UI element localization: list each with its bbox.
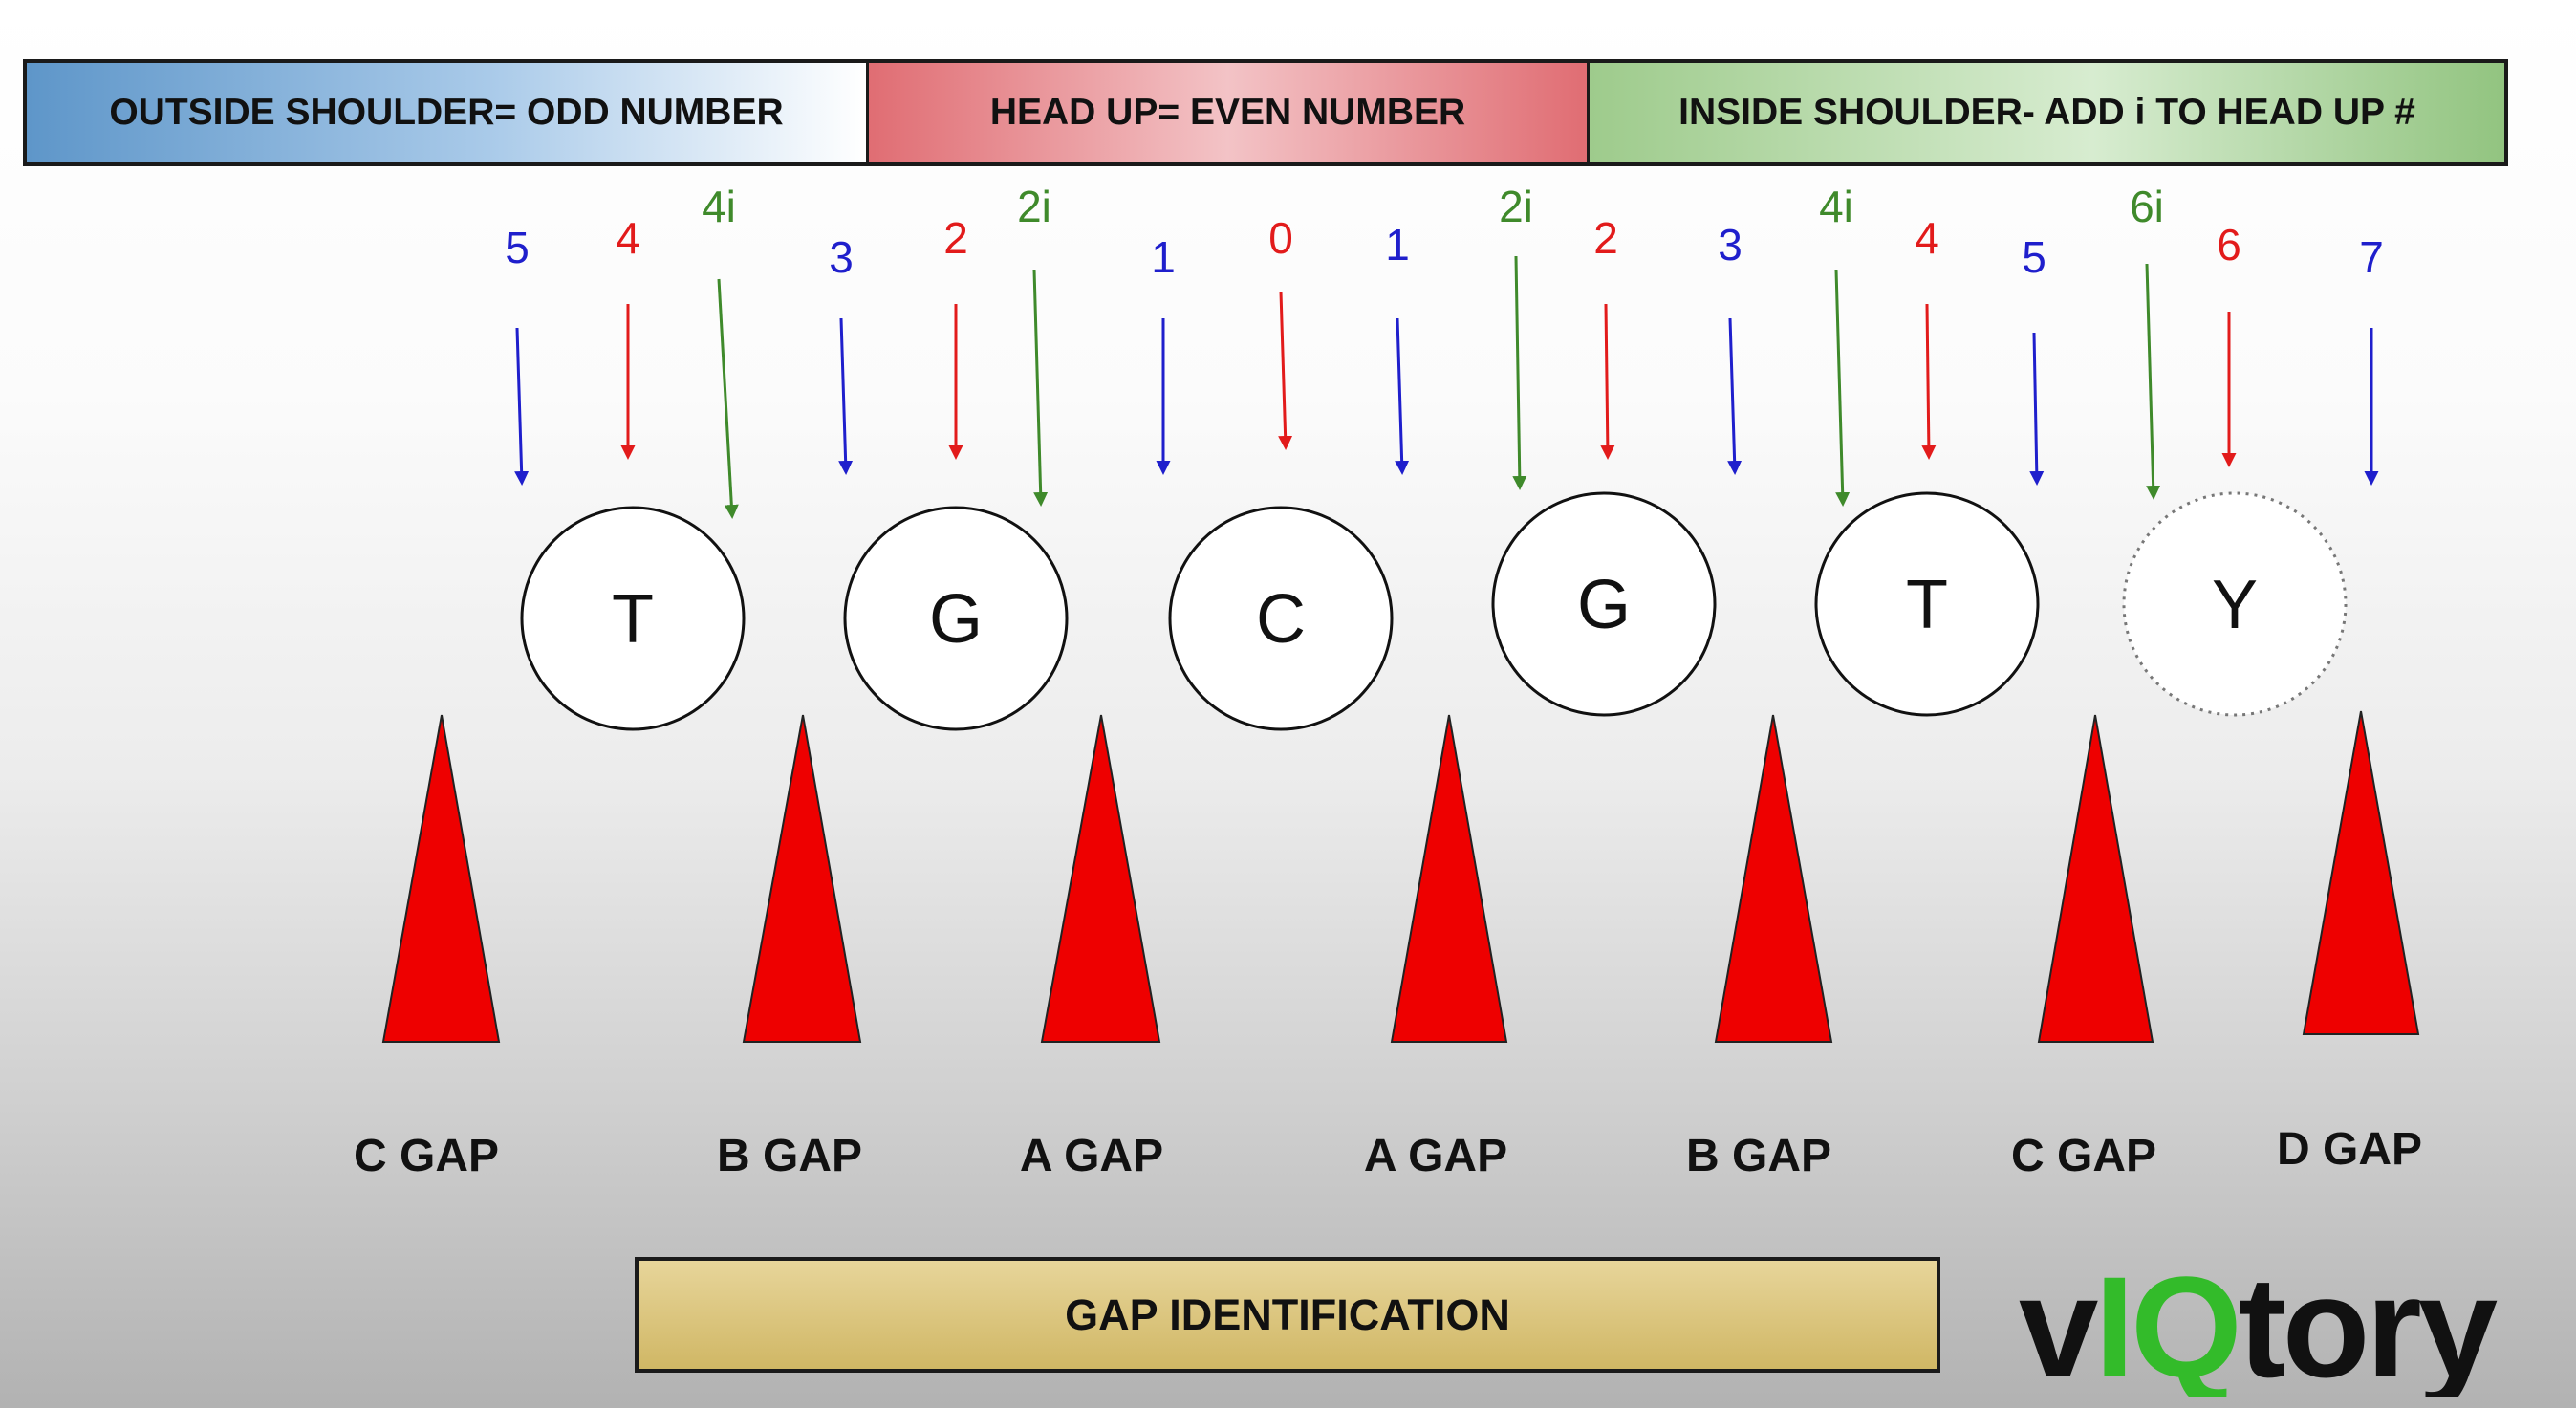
technique-legend-bar: OUTSIDE SHOULDER= ODD NUMBER HEAD UP= EV… [23,59,2508,166]
technique-arrow [1921,303,1937,460]
head-up-legend: HEAD UP= EVEN NUMBER [869,63,1590,162]
logo-v: v [2019,1254,2098,1397]
technique-arrow [1834,269,1851,507]
logo-tory: tory [2239,1254,2498,1397]
technique-label: 1 [1151,232,1176,282]
technique-label: 0 [1268,213,1293,263]
technique-label: 2i [1499,182,1533,231]
gap-cone [381,714,501,1043]
gap-label: C GAP [354,1131,499,1181]
technique-arrow [2145,263,2161,500]
player-label: Y [2212,567,2258,643]
gap-label: C GAP [2011,1131,2156,1181]
technique-label: 3 [1718,220,1743,270]
player-circle [1814,491,2040,717]
gap-cone [1714,714,1833,1043]
technique-label: 3 [829,232,854,282]
technique-arrow [1278,291,1293,450]
technique-label: 4 [616,213,640,263]
gap-label: B GAP [717,1131,862,1181]
technique-arrow [838,317,854,475]
technique-label: 4i [1819,182,1853,231]
gap-label: D GAP [2277,1124,2422,1175]
player-label: C [1256,581,1306,658]
technique-label: 2 [1593,213,1618,263]
gap-label: A GAP [1020,1131,1163,1181]
technique-arrow [514,327,530,486]
technique-label: 1 [1385,220,1410,270]
technique-arrow [1512,255,1527,490]
player-label: T [1906,567,1948,643]
technique-arrow [1032,269,1049,507]
technique-label: 2i [1017,182,1051,231]
player-circle [843,506,1069,731]
technique-arrow [1395,317,1410,475]
player-circle [1491,491,1717,717]
technique-label: 2 [943,213,968,263]
gap-cone [2037,714,2154,1043]
technique-label: 6 [2217,220,2241,270]
player-circle [520,506,746,731]
gap-cone [2302,710,2420,1035]
gap-cone [742,714,862,1043]
gap-identification-banner: GAP IDENTIFICATION [635,1257,1940,1373]
technique-label: 4i [702,182,736,231]
logo-iq: IQ [2094,1254,2238,1397]
technique-label: 5 [505,223,530,272]
svg-text:vIQtory: vIQtory [2019,1254,2498,1397]
player-label: G [929,581,983,658]
player-label: G [1577,567,1631,643]
gap-label: B GAP [1686,1131,1831,1181]
viqtory-logo: vIQtory [2019,1254,2501,1397]
technique-arrow [1600,303,1615,460]
outside-shoulder-legend: OUTSIDE SHOULDER= ODD NUMBER [27,63,869,162]
technique-arrow [2029,332,2045,486]
technique-label: 4 [1915,213,1939,263]
technique-label: 5 [2022,232,2046,282]
inside-shoulder-legend: INSIDE SHOULDER- ADD i TO HEAD UP # [1590,63,2504,162]
technique-label: 7 [2359,232,2384,282]
gap-label: A GAP [1364,1131,1507,1181]
gap-cone [1390,714,1508,1043]
gap-cone [1040,714,1161,1043]
player-label: T [612,581,654,658]
player-circle [1168,506,1394,731]
technique-label: 6i [2130,182,2164,231]
technique-arrow [1727,317,1743,475]
player-circle [2122,491,2348,717]
technique-arrow [717,278,739,519]
